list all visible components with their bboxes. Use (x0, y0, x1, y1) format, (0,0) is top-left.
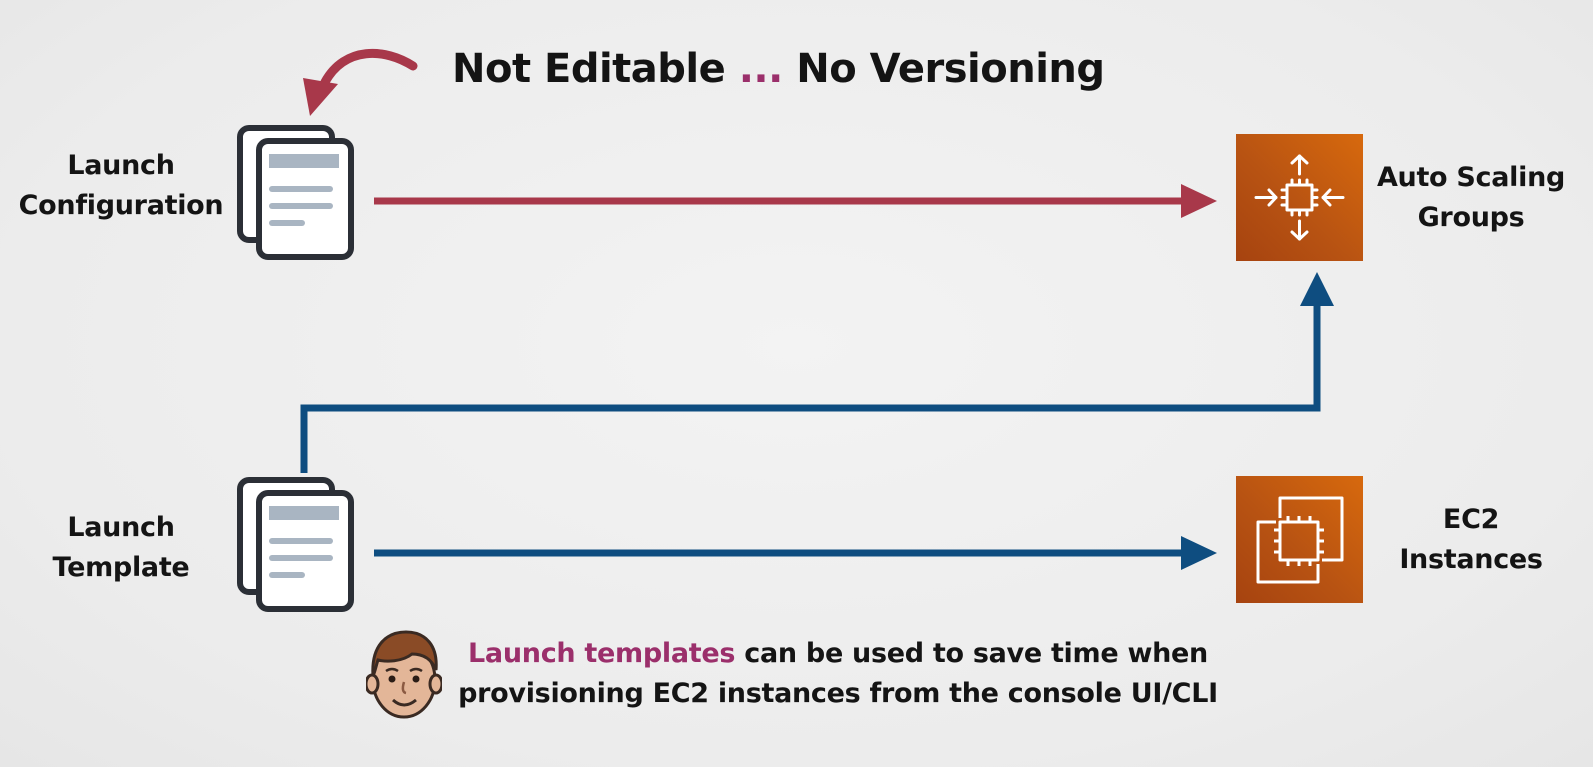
note-text: Launch templates can be used to save tim… (458, 634, 1218, 714)
label-line: Launch (67, 512, 175, 543)
curved-arrow-icon (303, 48, 418, 116)
template-to-asg-arrow (300, 272, 1334, 473)
document-stack-icon (237, 125, 354, 260)
presenter-avatar-icon (366, 630, 442, 719)
label-line: Auto Scaling (1376, 162, 1566, 193)
note-rest: can be used to save time when (735, 638, 1208, 669)
label-line: Configuration (18, 190, 224, 221)
config-to-asg-arrow (374, 184, 1217, 218)
document-stack-icon (237, 477, 354, 612)
ec2-instances-label: EC2 Instances (1376, 500, 1566, 580)
launch-configuration-label: Launch Configuration (12, 146, 230, 226)
launch-template-label: Launch Template (12, 508, 230, 588)
label-line: Instances (1399, 544, 1543, 575)
note-line-1: Launch templates can be used to save tim… (458, 634, 1218, 674)
label-line: Template (52, 552, 190, 583)
headline-left: Not Editable (452, 46, 726, 92)
auto-scaling-groups-label: Auto Scaling Groups (1376, 158, 1566, 238)
note-highlight: Launch templates (468, 638, 736, 669)
headline: Not Editable ... No Versioning (452, 46, 1105, 92)
label-line: Launch (67, 150, 175, 181)
ec2-instances-icon (1236, 476, 1363, 603)
auto-scaling-icon (1236, 134, 1363, 261)
note-line-2: provisioning EC2 instances from the cons… (458, 678, 1218, 709)
headline-right: No Versioning (796, 46, 1105, 92)
headline-dots: ... (738, 46, 784, 92)
label-line: EC2 (1442, 504, 1500, 535)
template-to-ec2-arrow (374, 536, 1217, 570)
label-line: Groups (1417, 202, 1525, 233)
